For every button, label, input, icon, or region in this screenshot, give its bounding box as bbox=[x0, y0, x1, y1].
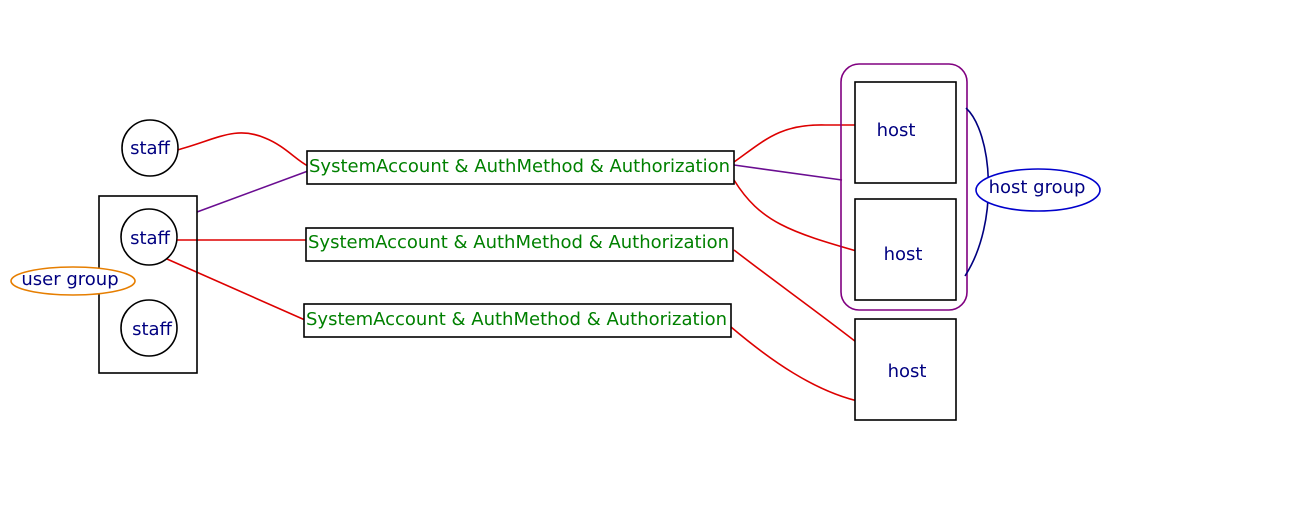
link-rule-1-to-host-group bbox=[733, 164, 843, 181]
host-label: host bbox=[884, 244, 923, 265]
host-label: host bbox=[888, 361, 927, 382]
staff-circle bbox=[120, 208, 178, 266]
staff-circle bbox=[121, 119, 179, 177]
link-rule-1-to-host-1 bbox=[733, 124, 860, 163]
rule-box bbox=[305, 227, 734, 262]
link-rule-2-to-host-3 bbox=[733, 249, 861, 346]
rule-box bbox=[306, 150, 735, 185]
host-box bbox=[854, 81, 957, 184]
link-rule-1-to-host-2 bbox=[733, 179, 861, 253]
staff-node: staff bbox=[120, 299, 178, 357]
staff-node: staff bbox=[121, 119, 179, 177]
staff-label: staff bbox=[130, 138, 170, 159]
host-node: host bbox=[854, 318, 957, 421]
rule-box bbox=[303, 303, 732, 338]
link-user-group-to-rule-1 bbox=[196, 170, 309, 213]
connectors bbox=[166, 124, 863, 403]
link-staff-2-to-rule-3 bbox=[166, 258, 306, 321]
host-box bbox=[854, 198, 957, 301]
host-box bbox=[854, 318, 957, 421]
rule-label: SystemAccount & AuthMethod & Authorizati… bbox=[309, 156, 730, 177]
rule-label: SystemAccount & AuthMethod & Authorizati… bbox=[308, 232, 729, 253]
link-staff-1-to-rule-1 bbox=[176, 132, 309, 167]
rule-node: SystemAccount & AuthMethod & Authorizati… bbox=[306, 150, 735, 185]
user-group-oval bbox=[10, 266, 136, 296]
user-group-label: user group bbox=[21, 269, 118, 290]
rule-node: SystemAccount & AuthMethod & Authorizati… bbox=[305, 227, 734, 262]
host-node: host bbox=[854, 198, 957, 301]
host-group-label: host group bbox=[989, 177, 1086, 198]
host-label: host bbox=[877, 120, 916, 141]
host-node: host bbox=[854, 81, 957, 184]
rule-label: SystemAccount & AuthMethod & Authorizati… bbox=[306, 309, 727, 330]
staff-label: staff bbox=[132, 319, 172, 340]
staff-circle bbox=[120, 299, 178, 357]
host-group-oval bbox=[975, 168, 1101, 212]
rule-node: SystemAccount & AuthMethod & Authorizati… bbox=[303, 303, 732, 338]
host-group-outline bbox=[840, 63, 968, 311]
staff-label: staff bbox=[130, 228, 170, 249]
link-rule-3-to-host-3 bbox=[730, 326, 863, 403]
staff-node: staff bbox=[120, 208, 178, 266]
